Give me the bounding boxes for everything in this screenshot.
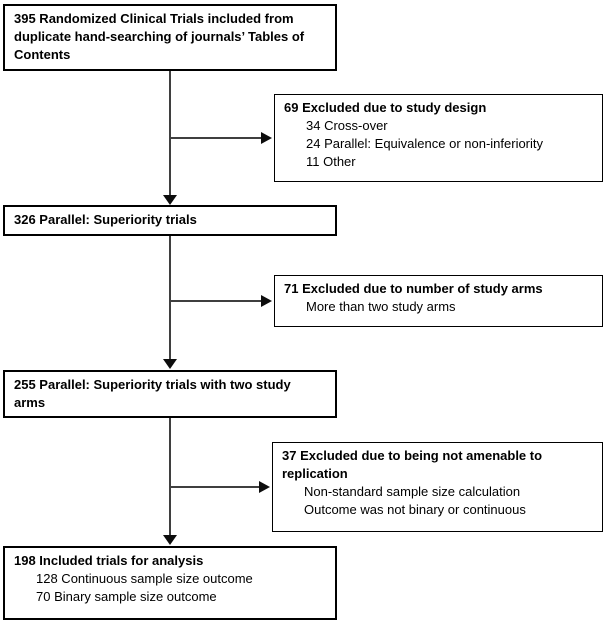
box-title-line: 395 Randomized Clinical Trials included … [14,11,294,26]
arrow-down-icon [163,535,177,545]
box-title-line: replication [282,466,348,481]
box-detail-line: 70 Binary sample size outcome [36,589,217,604]
connector-line-vertical-3 [169,418,171,535]
connector-line-branch-3 [170,486,259,488]
box-detail-line: 34 Cross-over [306,118,388,133]
box-detail-line: More than two study arms [306,299,456,314]
box-detail-line: Outcome was not binary or continuous [304,502,526,517]
box-analysis-trials: 198 Included trials for analysis 128 Con… [3,546,337,620]
box-excluded-study-design: 69 Excluded due to study design 34 Cross… [274,94,603,182]
box-title-line: arms [14,395,46,410]
box-title-line: 69 Excluded due to study design [284,100,487,115]
box-included-rcts: 395 Randomized Clinical Trials included … [3,4,337,71]
box-two-arm-trials: 255 Parallel: Superiority trials with tw… [3,370,337,418]
box-detail-line: 128 Continuous sample size outcome [36,571,253,586]
box-superiority-trials: 326 Parallel: Superiority trials [3,205,337,236]
box-title-line: 198 Included trials for analysis [14,553,204,568]
connector-line-branch-2 [170,300,261,302]
connector-line-vertical-2 [169,236,171,359]
box-excluded-study-arms: 71 Excluded due to number of study arms … [274,275,603,327]
box-title-line: 37 Excluded due to being not amenable to [282,448,543,463]
arrow-right-icon [259,481,270,493]
box-title-line: 71 Excluded due to number of study arms [284,281,543,296]
box-detail-line: 11 Other [306,154,356,169]
box-detail-line: 24 Parallel: Equivalence or non-inferior… [306,136,544,151]
box-title-line: Contents [14,47,71,62]
box-excluded-not-amenable: 37 Excluded due to being not amenable to… [272,442,603,532]
connector-line-vertical-1 [169,71,171,195]
arrow-down-icon [163,359,177,369]
box-title-line: 326 Parallel: Superiority trials [14,212,197,227]
connector-line-branch-1 [170,137,261,139]
arrow-right-icon [261,295,272,307]
box-title-line: duplicate hand-searching of journals’ Ta… [14,29,305,44]
box-detail-line: Non-standard sample size calculation [304,484,521,499]
arrow-right-icon [261,132,272,144]
box-title-line: 255 Parallel: Superiority trials with tw… [14,377,291,392]
arrow-down-icon [163,195,177,205]
